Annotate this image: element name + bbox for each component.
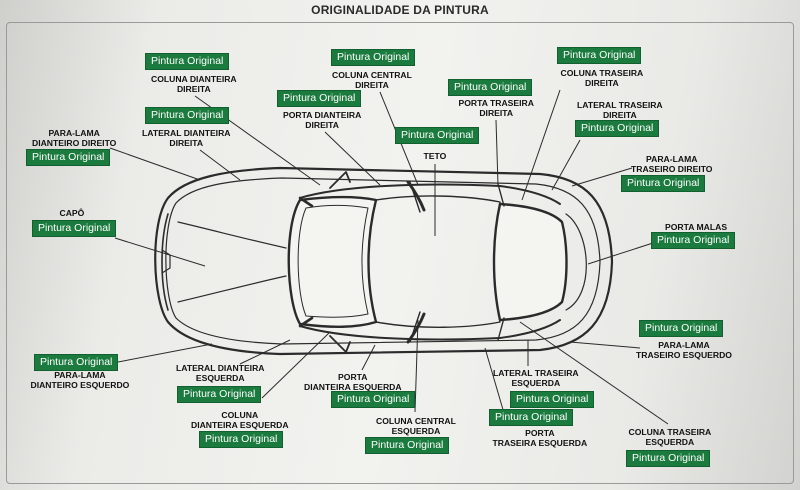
part-label-porta-dianteira-esquerda: PORTA DIANTEIRA ESQUERDA (304, 372, 402, 392)
hood-crease-top (177, 221, 287, 249)
leader-line-para-lama-traseiro-direito (571, 167, 633, 187)
status-badge-para-lama-dianteiro-esquerdo: Pintura Original (35, 355, 118, 370)
left-side-windows (299, 319, 561, 341)
leader-line-para-lama-dianteiro-direito (109, 147, 201, 181)
leader-line-lateral-dianteira-direita (199, 149, 241, 181)
rear-window (492, 202, 568, 322)
part-label-coluna-central-direita: COLUNA CENTRAL DIREITA (332, 70, 412, 90)
leader-line-porta-dianteira-direita (324, 131, 381, 186)
status-badge-porta-malas: Pintura Original (652, 233, 735, 248)
part-label-coluna-dianteira-esquerda: COLUNA DIANTEIRA ESQUERDA (191, 410, 289, 430)
status-badge-lateral-dianteira-esquerda: Pintura Original (178, 387, 261, 402)
leader-line-coluna-central-esquerda (414, 319, 419, 413)
part-label-coluna-central-esquerda: COLUNA CENTRAL ESQUERDA (376, 416, 456, 436)
right-mirror (329, 171, 351, 189)
right-door-line-rear (497, 183, 505, 207)
car-body-outline (154, 166, 614, 356)
part-label-porta-traseira-direita: PORTA TRASEIRA DIREITA (458, 98, 534, 118)
part-label-porta-dianteira-direita: PORTA DIANTEIRA DIREITA (283, 110, 362, 130)
windshield-inner (297, 204, 369, 318)
part-label-lateral-dianteira-esquerda: LATERAL DIANTEIRA ESQUERDA (176, 363, 265, 383)
hood-crease-bottom (177, 275, 287, 303)
windshield (287, 195, 378, 328)
leader-line-porta-dianteira-esquerda (361, 344, 376, 371)
part-label-lateral-traseira-direita: LATERAL TRASEIRA DIREITA (577, 100, 663, 120)
part-label-para-lama-dianteiro-esquerdo: PARA-LAMA DIANTEIRO ESQUERDO (30, 370, 130, 390)
status-badge-porta-traseira-direita: Pintura Original (449, 80, 532, 95)
status-badge-coluna-central-esquerda: Pintura Original (366, 438, 449, 453)
front-bumper (161, 213, 169, 311)
right-side-windows (299, 183, 561, 205)
trunk-line (565, 213, 587, 311)
part-label-para-lama-traseiro-direito: PARA-LAMA TRASEIRO DIREITO (631, 154, 713, 174)
status-badge-coluna-traseira-esquerda: Pintura Original (627, 451, 710, 466)
page-title: ORIGINALIDADE DA PINTURA (311, 3, 489, 17)
status-badge-capo: Pintura Original (33, 221, 116, 236)
leader-line-capo (114, 237, 206, 267)
leader-line-porta-traseira-direita (495, 119, 499, 186)
leader-line-para-lama-traseiro-esquerdo (569, 341, 641, 349)
status-badge-coluna-dianteira-esquerda: Pintura Original (200, 432, 283, 447)
status-badge-lateral-traseira-esquerda: Pintura Original (511, 392, 594, 407)
status-badge-para-lama-traseiro-esquerdo: Pintura Original (640, 321, 723, 336)
part-label-porta-traseira-esquerda: PORTA TRASEIRA ESQUERDA (492, 428, 588, 448)
diagram-frame (6, 22, 794, 484)
leader-line-para-lama-dianteiro-esquerdo (117, 343, 213, 363)
status-badge-lateral-dianteira-direita: Pintura Original (146, 108, 229, 123)
part-label-coluna-dianteira-direita: COLUNA DIANTEIRA DIREITA (151, 74, 237, 94)
leader-line-coluna-dianteira-esquerda (261, 331, 331, 399)
status-badge-para-lama-traseiro-direito: Pintura Original (622, 176, 705, 191)
part-label-lateral-traseira-esquerda: LATERAL TRASEIRA ESQUERDA (493, 368, 579, 388)
leader-line-lateral-traseira-direita (551, 139, 581, 191)
part-label-coluna-traseira-direita: COLUNA TRASEIRA DIREITA (560, 68, 644, 88)
status-badge-teto: Pintura Original (396, 128, 479, 143)
leader-line-porta-traseira-esquerda (484, 347, 507, 421)
status-badge-porta-traseira-esquerda: Pintura Original (490, 410, 573, 425)
status-badge-porta-dianteira-direita: Pintura Original (278, 91, 361, 106)
part-label-lateral-dianteira-direita: LATERAL DIANTEIRA DIREITA (142, 128, 231, 148)
front-grille (161, 249, 171, 274)
b-pillar-right (406, 180, 426, 212)
status-badge-coluna-dianteira-direita: Pintura Original (146, 54, 229, 69)
status-badge-para-lama-dianteiro-direito: Pintura Original (27, 150, 110, 165)
roof-panel (367, 195, 501, 328)
status-badge-porta-dianteira-esquerda: Pintura Original (332, 392, 415, 407)
a-pillar-right (298, 196, 314, 208)
leader-line-coluna-traseira-direita (521, 89, 561, 201)
b-pillar-left (406, 312, 426, 344)
status-badge-lateral-traseira-direita: Pintura Original (576, 121, 659, 136)
leader-line-coluna-traseira-esquerda (519, 321, 669, 425)
part-label-para-lama-dianteiro-direito: PARA-LAMA DIANTEIRO DIREITO (32, 128, 117, 148)
a-pillar-left (298, 316, 314, 328)
part-label-coluna-traseira-esquerda: COLUNA TRASEIRA ESQUERDA (628, 427, 712, 447)
leader-line-lateral-dianteira-esquerda (239, 339, 291, 365)
leader-line-porta-malas (587, 241, 657, 265)
part-label-porta-malas: PORTA MALAS (665, 222, 728, 232)
part-label-teto: TETO (423, 151, 447, 161)
status-badge-coluna-traseira-direita: Pintura Original (558, 48, 641, 63)
part-label-para-lama-traseiro-esquerdo: PARA-LAMA TRASEIRO ESQUERDO (636, 340, 732, 360)
left-mirror (329, 335, 351, 353)
part-label-capo: CAPÔ (59, 208, 85, 218)
car-body-inner-outline (165, 177, 601, 345)
status-badge-coluna-central-direita: Pintura Original (332, 50, 415, 65)
left-door-line-rear (497, 317, 505, 341)
